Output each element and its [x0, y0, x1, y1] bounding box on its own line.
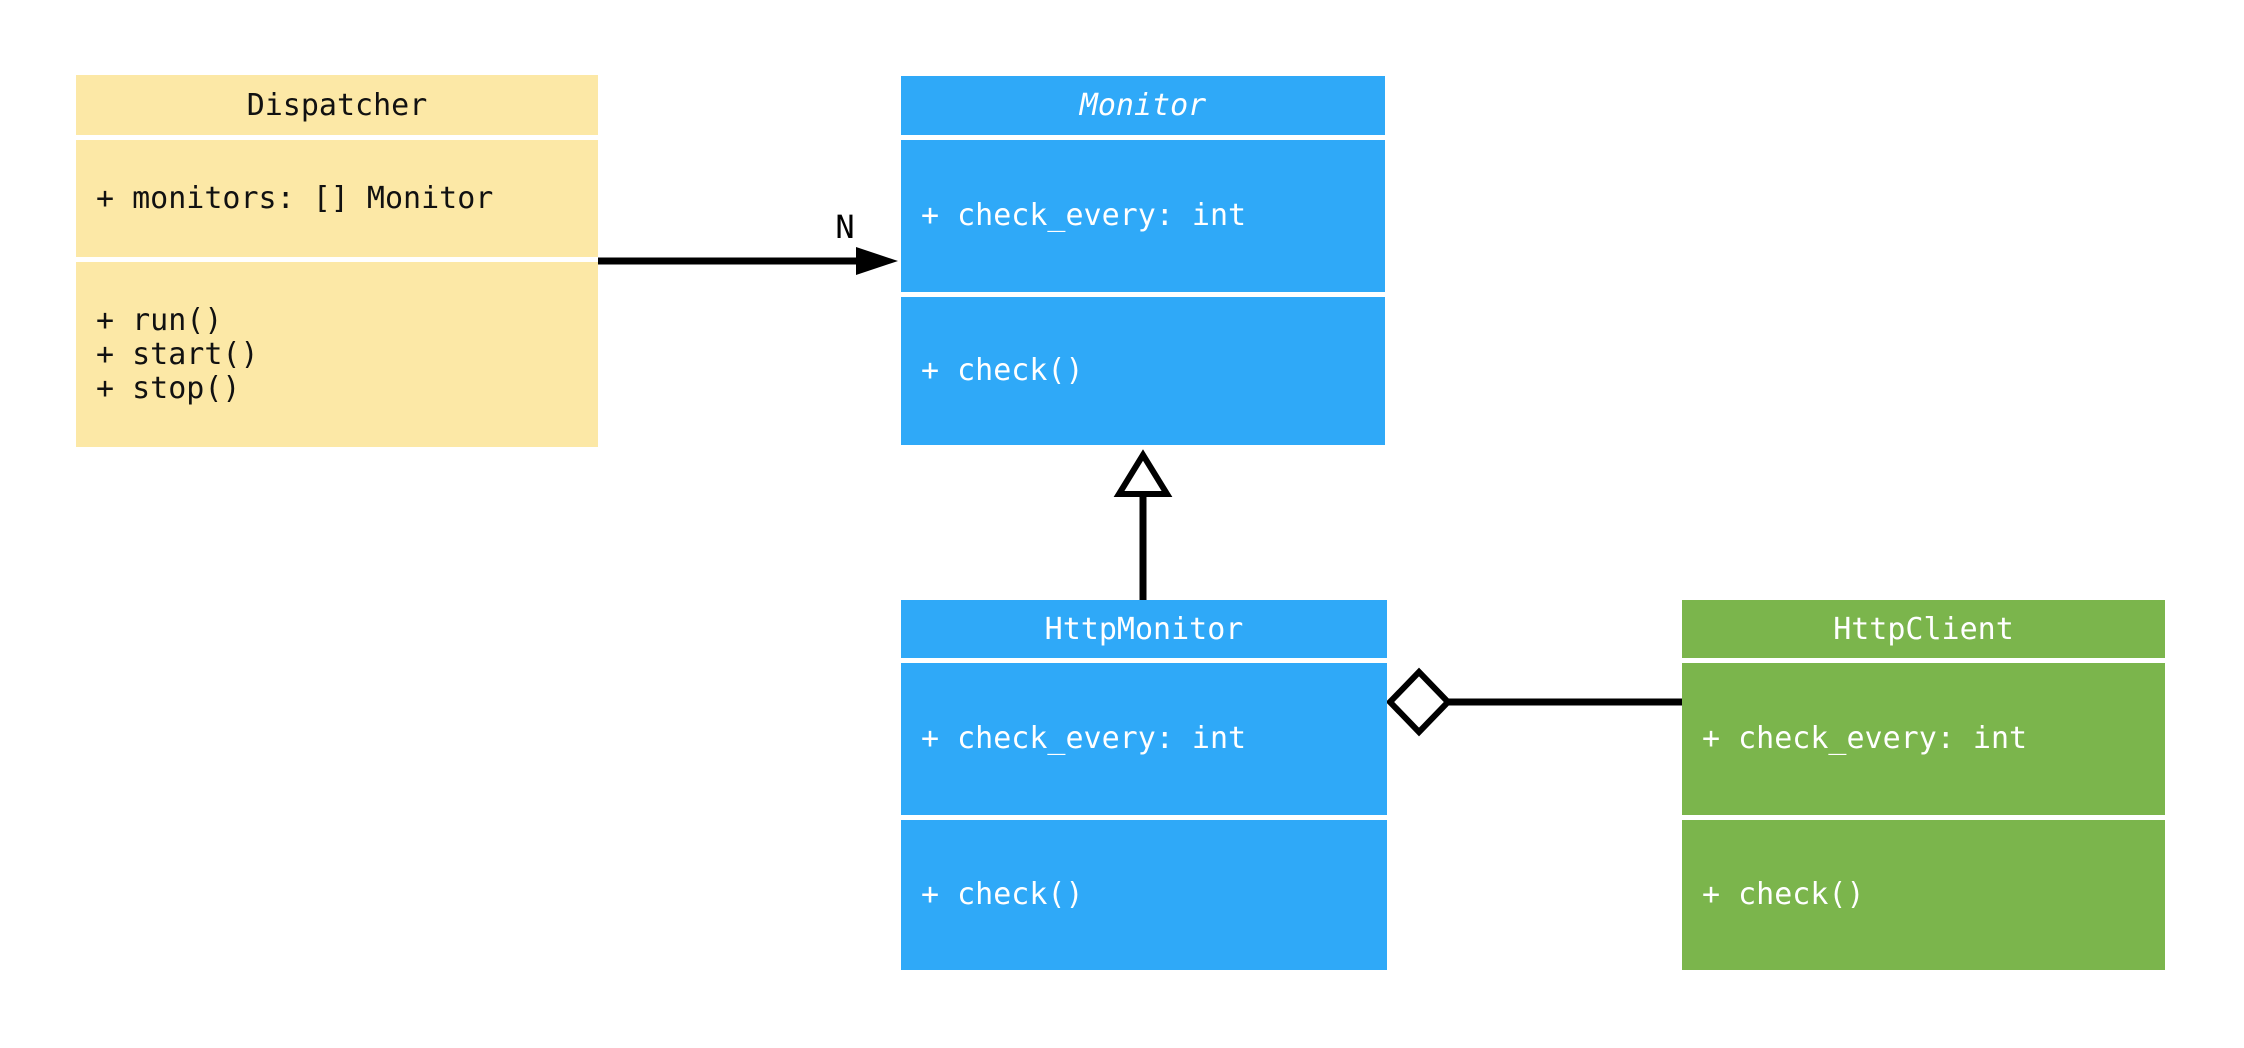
class-http-monitor-attributes: + check_every: int: [901, 663, 1387, 815]
class-http-client-methods: + check(): [1682, 820, 2165, 970]
method-line: + check(): [1702, 877, 1865, 912]
class-dispatcher-attributes: + monitors: [] Monitor: [76, 140, 598, 257]
class-http-monitor: HttpMonitor + check_every: int + check(): [901, 600, 1387, 970]
class-dispatcher: Dispatcher + monitors: [] Monitor + run(…: [76, 75, 598, 447]
class-monitor-title: Monitor: [901, 76, 1385, 135]
attribute-line: + monitors: [] Monitor: [96, 180, 494, 216]
method-line: + check(): [921, 877, 1084, 912]
method-line: + stop(): [96, 370, 241, 406]
class-http-monitor-methods: + check(): [901, 820, 1387, 970]
class-monitor: Monitor + check_every: int + check(): [901, 76, 1385, 445]
class-http-client: HttpClient + check_every: int + check(): [1682, 600, 2165, 970]
inheritance-triangle-icon: [1113, 449, 1173, 497]
method-line: + run(): [96, 302, 223, 338]
class-http-monitor-title: HttpMonitor: [901, 600, 1387, 658]
association-arrowhead-icon: [856, 247, 898, 275]
class-monitor-methods: + check(): [901, 297, 1385, 445]
class-http-client-title: HttpClient: [1682, 600, 2165, 658]
class-dispatcher-title: Dispatcher: [76, 75, 598, 135]
class-monitor-attributes: + check_every: int: [901, 140, 1385, 292]
attribute-line: + check_every: int: [921, 198, 1247, 233]
class-dispatcher-methods: + run() + start() + stop(): [76, 262, 598, 447]
class-http-client-attributes: + check_every: int: [1682, 663, 2165, 815]
method-line: + check(): [921, 353, 1084, 388]
association-multiplicity-label: N: [835, 208, 855, 246]
aggregation-diamond-icon: [1385, 667, 1453, 737]
attribute-line: + check_every: int: [921, 721, 1247, 756]
attribute-line: + check_every: int: [1702, 721, 2028, 756]
method-line: + start(): [96, 336, 259, 372]
